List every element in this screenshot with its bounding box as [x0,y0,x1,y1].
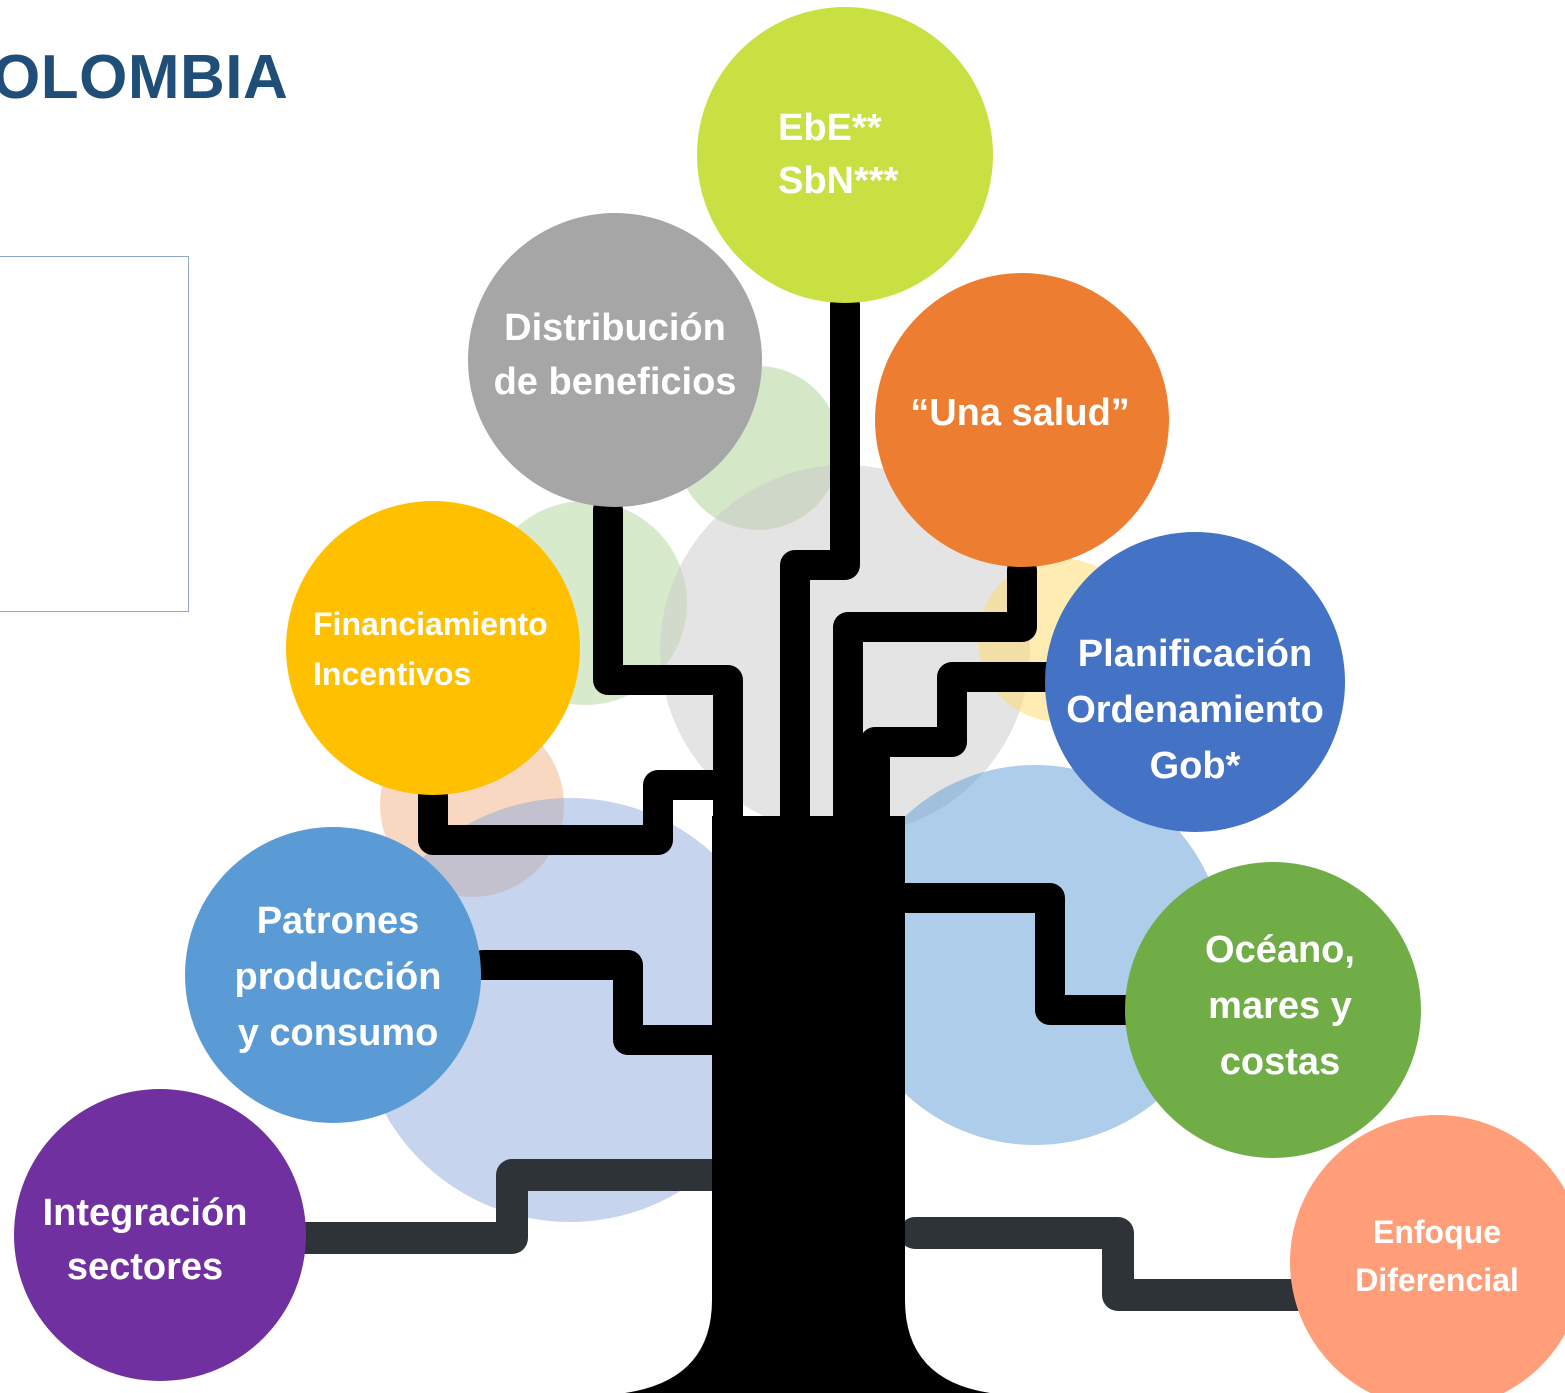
node-circle [185,827,481,1123]
branch [780,290,860,835]
node-circle [1045,532,1345,832]
node-label: Ordenamiento [1066,689,1324,731]
branch [860,662,1077,835]
node-label: Distribución [504,307,726,349]
node-oceano: Océano, mares y costas [1125,862,1421,1158]
node-distribucion: Distribución de beneficios [468,213,762,507]
node-label: y consumo [238,1012,439,1054]
node-circle [468,213,762,507]
node-label: Enfoque [1373,1214,1501,1250]
branch [468,950,730,1055]
node-label: Océano, [1205,929,1355,971]
node-integracion: Integración sectores [14,1089,306,1381]
node-circle [14,1089,306,1381]
node-label: Financiamiento [313,606,548,642]
branch [833,555,1037,835]
branch [418,770,730,855]
branch [880,883,1145,1025]
node-label: Patrones [257,900,420,942]
node-label: costas [1220,1041,1340,1083]
nodes: EbE** SbN*** Distribución de beneficios “Una… [14,7,1565,1393]
node-ebe-sbn: EbE** SbN*** [697,7,993,303]
node-label: Gob* [1150,745,1241,787]
node-patrones: Patrones producción y consumo [185,827,481,1123]
trunk-shape [625,816,990,1393]
node-circle [875,273,1169,567]
node-label: Incentivos [313,656,471,692]
node-label: Planificación [1078,633,1312,675]
branch [593,495,743,835]
branches [284,290,1318,1311]
node-circle [1290,1115,1565,1393]
node-label: mares y [1208,985,1352,1027]
node-label: SbN*** [778,160,899,202]
node-una-salud: “Una salud” [875,273,1169,567]
trunk [625,816,990,1393]
page-title: OLOMBIA [0,43,289,112]
side-box [0,256,189,612]
node-circle [1125,862,1421,1158]
node-circle [697,7,993,303]
node-label: EbE** [778,107,882,149]
root-branch [899,1217,1318,1311]
node-label: Diferencial [1355,1262,1519,1298]
node-label: “Una salud” [910,392,1130,434]
node-circle [286,501,580,795]
node-label: producción [235,956,442,998]
background-circle [358,798,782,1222]
node-label: sectores [67,1246,223,1288]
node-label: de beneficios [494,361,737,403]
node-label: Integración [43,1192,248,1234]
root-branch [284,1159,738,1254]
